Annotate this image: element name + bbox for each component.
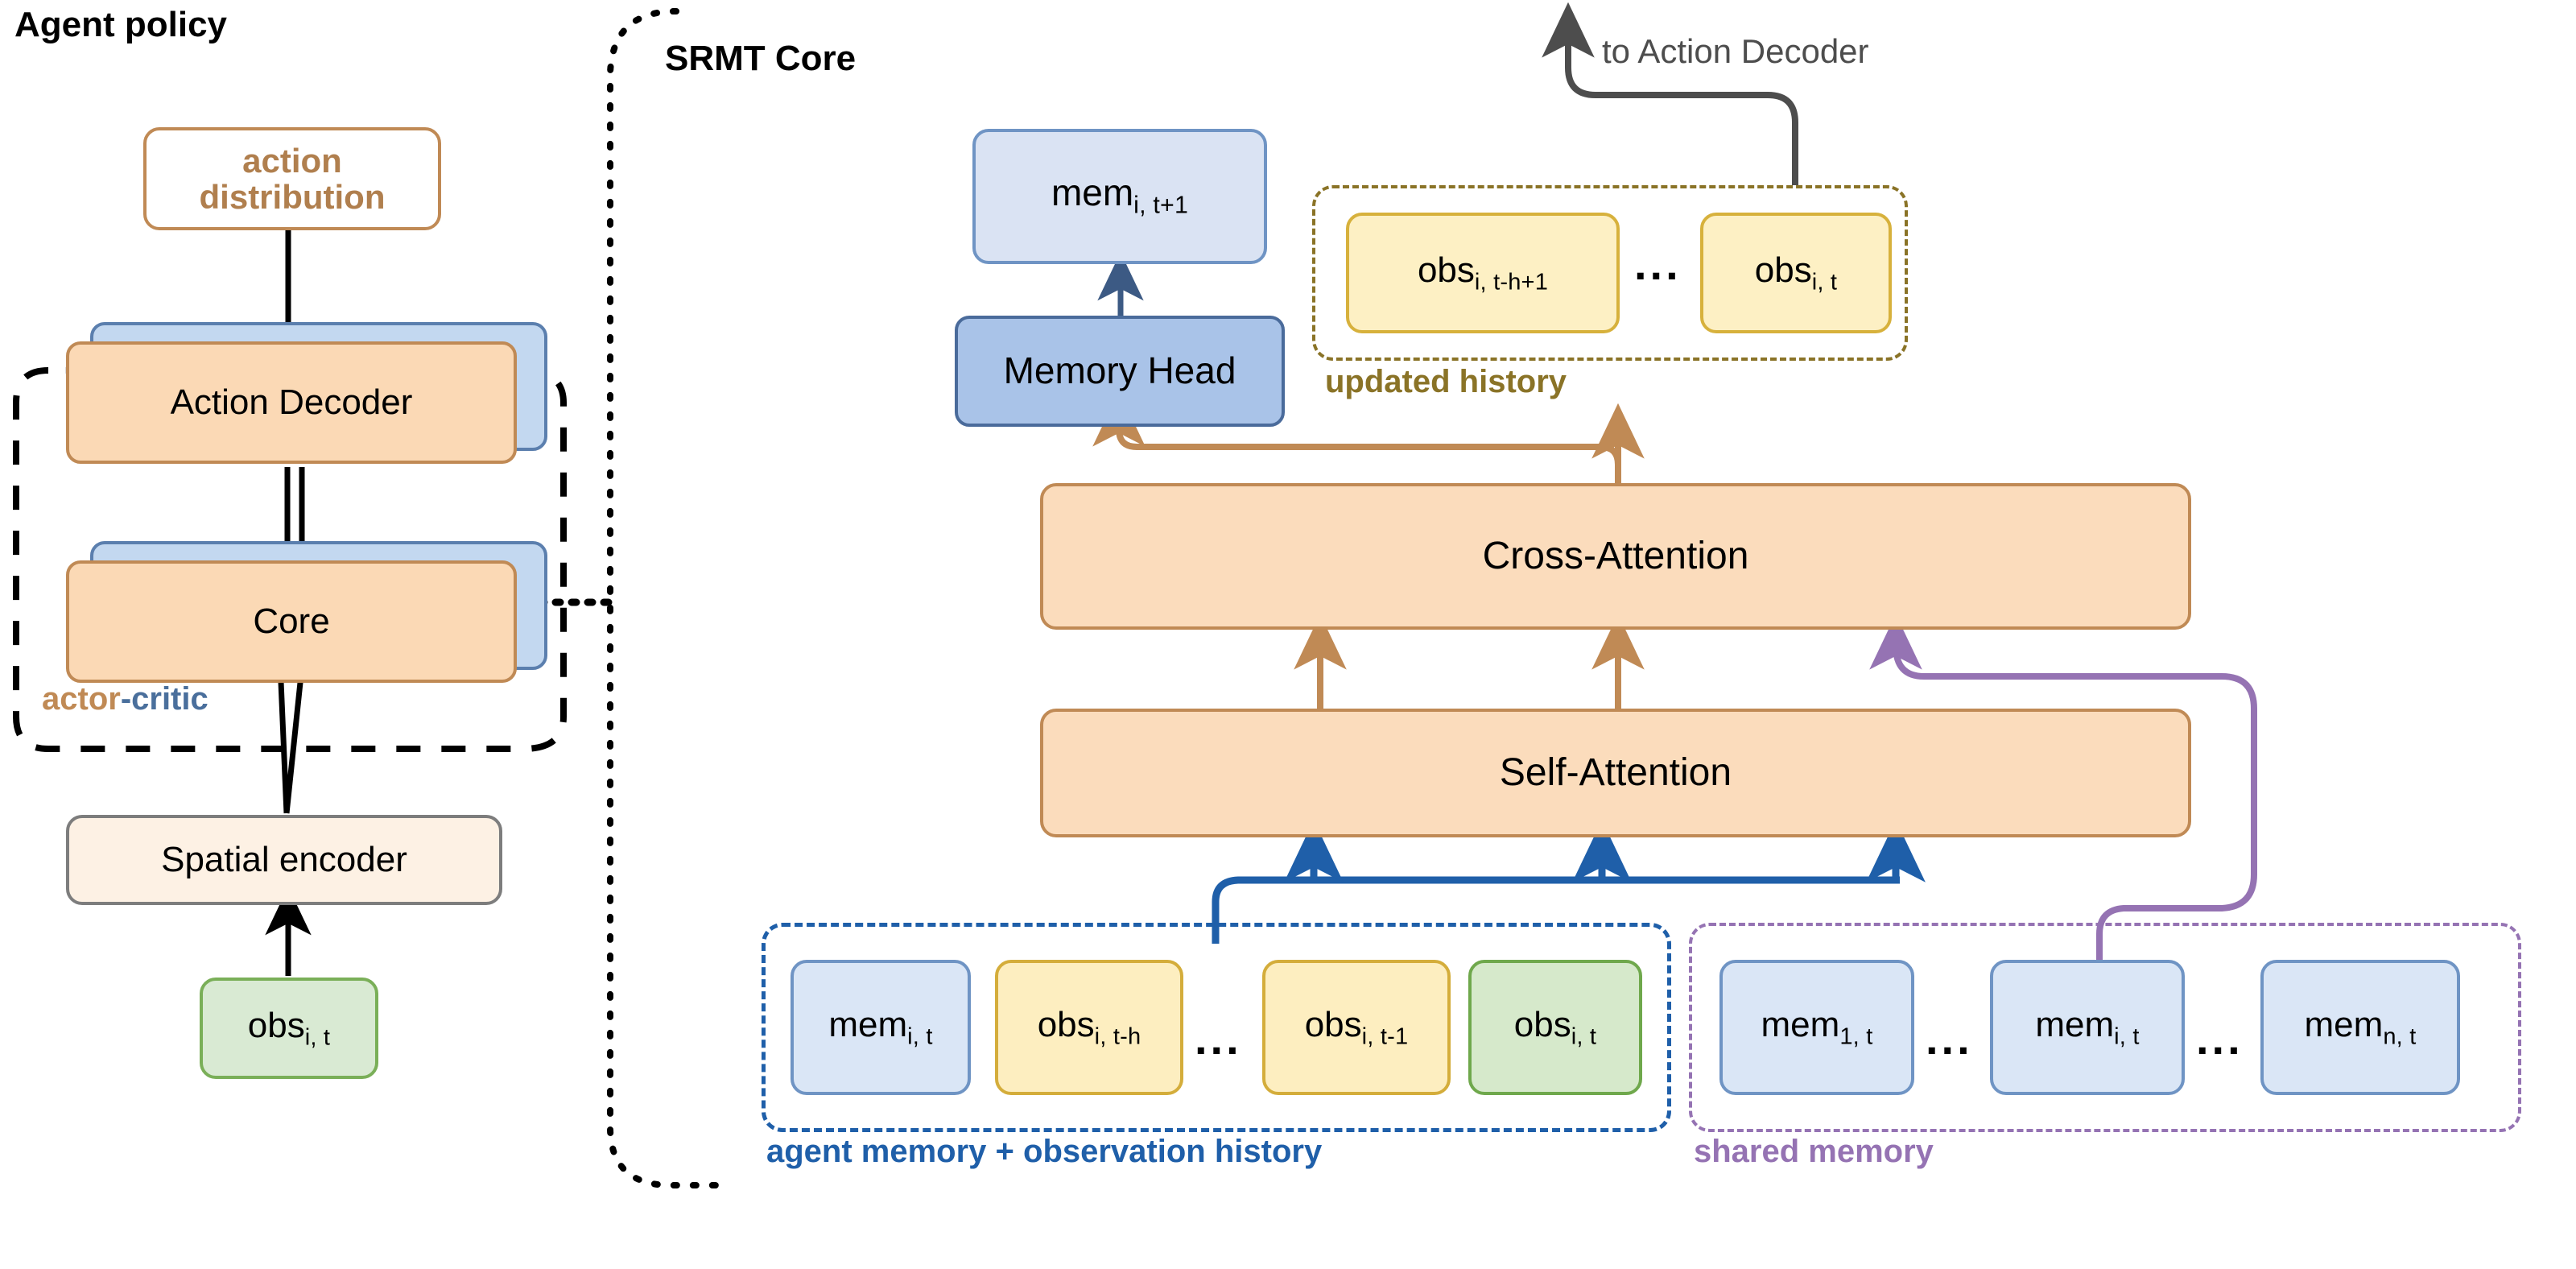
shared-memory-item-0[interactable]: mem1, t bbox=[1719, 960, 1914, 1095]
action-distribution-line1: action bbox=[242, 141, 342, 180]
mem-output-label: memi, t+1 bbox=[1051, 172, 1189, 219]
srmt-core-title: SRMT Core bbox=[665, 39, 857, 78]
spatial-encoder-label: Spatial encoder bbox=[161, 840, 407, 880]
updated-history-ellipsis: ... bbox=[1634, 238, 1682, 289]
shared-memory-group-label: shared memory bbox=[1694, 1134, 1934, 1169]
action-decoder-box[interactable]: Action Decoder bbox=[66, 341, 517, 464]
actor-label: actor bbox=[42, 681, 121, 717]
core-label: Core bbox=[253, 601, 330, 642]
to-action-decoder-annotation: to Action Decoder bbox=[1602, 32, 1869, 70]
shared-memory-item-1[interactable]: memi, t bbox=[1990, 960, 2185, 1095]
updated-history-item-0[interactable]: obsi, t-h+1 bbox=[1346, 213, 1620, 333]
obs-input-box[interactable]: obsi, t bbox=[200, 978, 378, 1079]
srmt-core-dotted-frame bbox=[607, 8, 728, 1188]
shared-memory-ellipsis-2: ... bbox=[2196, 1013, 2244, 1064]
action-distribution-line2: distribution bbox=[199, 178, 386, 216]
critic-label: -critic bbox=[120, 681, 208, 717]
updated-history-group-label: updated history bbox=[1325, 364, 1567, 399]
agent-memory-item-3-label: obsi, t bbox=[1513, 1004, 1597, 1049]
updated-history-group bbox=[1312, 185, 1908, 361]
memory-head-box[interactable]: Memory Head bbox=[955, 316, 1285, 427]
shared-memory-item-1-label: memi, t bbox=[2035, 1004, 2140, 1049]
mem-output-box[interactable]: memi, t+1 bbox=[972, 129, 1267, 264]
agent-memory-item-0-label: memi, t bbox=[828, 1004, 933, 1049]
agent-memory-item-1[interactable]: obsi, t-h bbox=[995, 960, 1183, 1095]
agent-memory-item-1-label: obsi, t-h bbox=[1037, 1004, 1141, 1049]
memory-head-label: Memory Head bbox=[1003, 349, 1236, 392]
agent-memory-item-3[interactable]: obsi, t bbox=[1468, 960, 1642, 1095]
action-distribution-box[interactable]: action distribution bbox=[143, 127, 441, 230]
updated-history-item-1[interactable]: obsi, t bbox=[1700, 213, 1892, 333]
shared-memory-item-2[interactable]: memn, t bbox=[2260, 960, 2460, 1095]
updated-history-item-1-label: obsi, t bbox=[1754, 250, 1838, 295]
agent-policy-title: Agent policy bbox=[14, 5, 228, 44]
actor-critic-label: actor-critic bbox=[42, 681, 208, 717]
updated-history-item-0-label: obsi, t-h+1 bbox=[1417, 250, 1549, 295]
agent-memory-ellipsis: ... bbox=[1195, 1013, 1242, 1064]
shared-memory-ellipsis-1: ... bbox=[1926, 1013, 1973, 1064]
agent-memory-item-2[interactable]: obsi, t-1 bbox=[1262, 960, 1451, 1095]
core-box[interactable]: Core bbox=[66, 560, 517, 683]
shared-memory-item-0-label: mem1, t bbox=[1761, 1004, 1873, 1049]
shared-memory-item-2-label: memn, t bbox=[2304, 1004, 2417, 1049]
self-attention-label: Self-Attention bbox=[1499, 751, 1732, 795]
cross-attention-label: Cross-Attention bbox=[1482, 535, 1749, 578]
cross-attention-box[interactable]: Cross-Attention bbox=[1040, 483, 2191, 630]
action-decoder-label: Action Decoder bbox=[170, 382, 413, 423]
agent-memory-item-2-label: obsi, t-1 bbox=[1304, 1004, 1409, 1049]
arrows-selfattention-to-crossattention bbox=[1294, 614, 1645, 709]
self-attention-box[interactable]: Self-Attention bbox=[1040, 709, 2191, 837]
spatial-encoder-box[interactable]: Spatial encoder bbox=[66, 815, 502, 905]
agent-memory-history-group-label: agent memory + observation history bbox=[766, 1134, 1323, 1169]
agent-memory-item-0[interactable]: memi, t bbox=[791, 960, 971, 1095]
obs-input-label: obsi, t bbox=[247, 1005, 331, 1050]
